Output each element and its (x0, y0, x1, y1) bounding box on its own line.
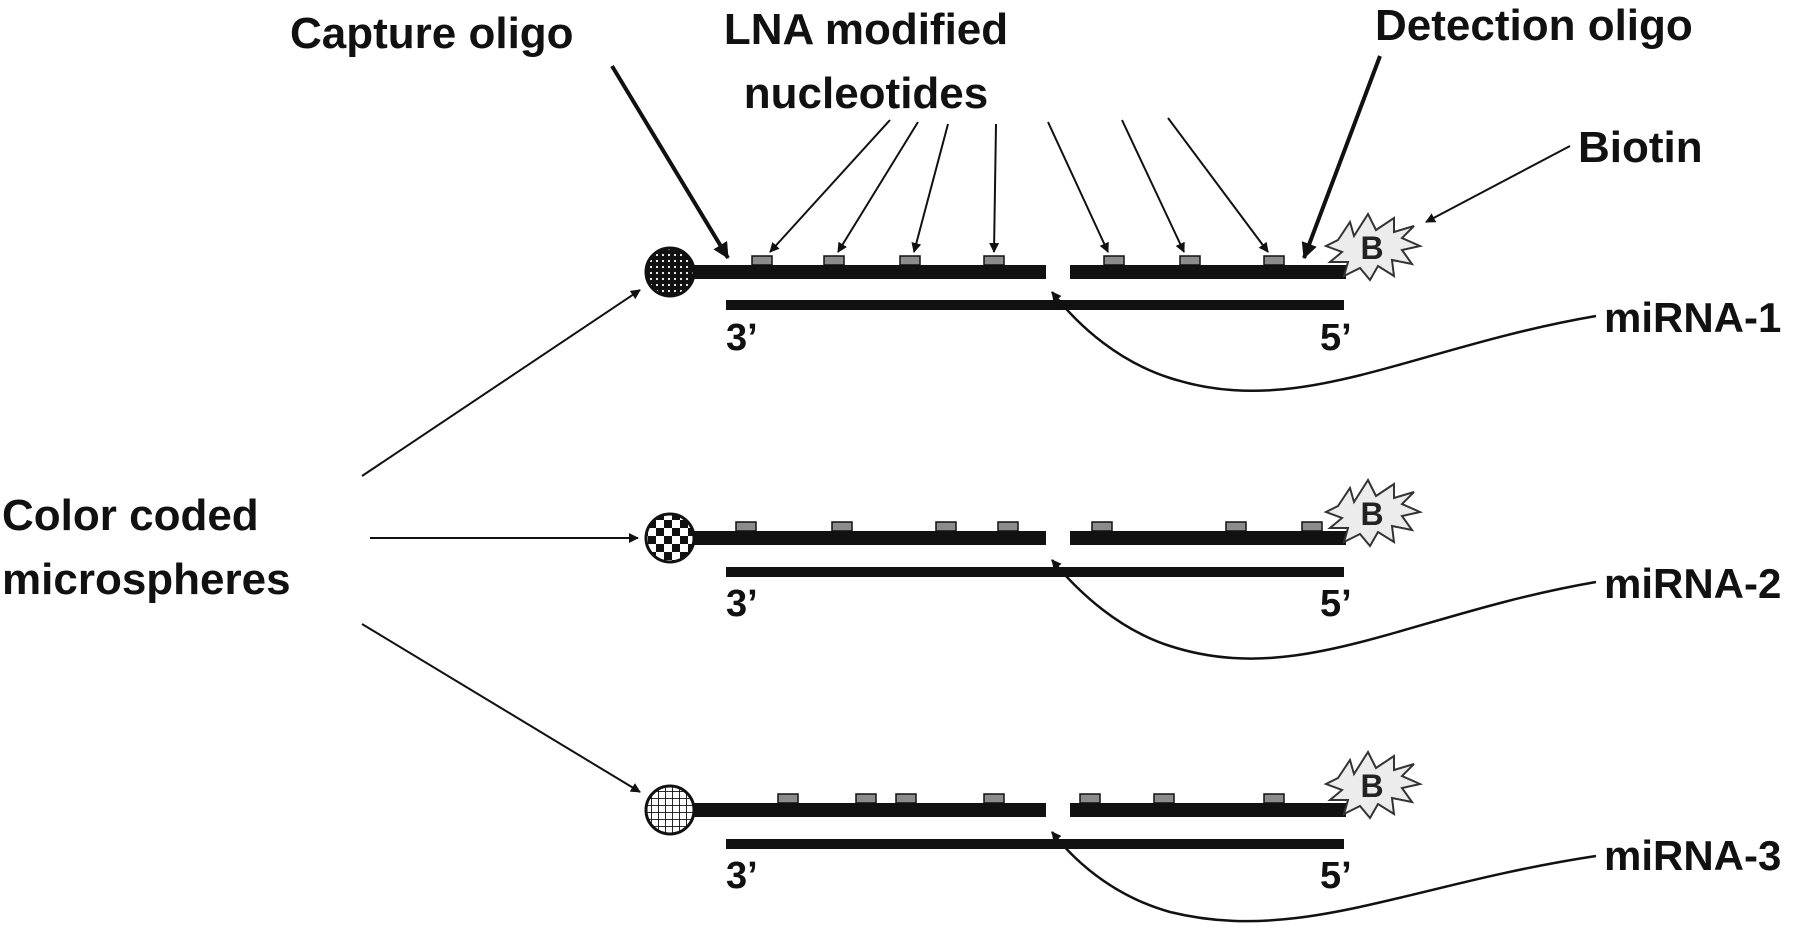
lna-arrow (911, 123, 949, 253)
annotation-arrows (361, 55, 1597, 923)
mirna-strand (726, 839, 1344, 849)
lna-arrow (837, 121, 919, 253)
three-prime-end: 3’ (726, 855, 758, 897)
lna-label-line2: nucleotides (744, 69, 989, 118)
five-prime-end: 5’ (1320, 855, 1352, 897)
biotin-symbol: B (1360, 230, 1383, 266)
lna-arrow (769, 119, 891, 253)
five-prime-end: 5’ (1320, 583, 1352, 625)
assay-row-3: B 3’ 5’ miRNA-3 (644, 749, 1781, 897)
capture-oligo-arrow (610, 64, 730, 260)
mirna-label: miRNA-2 (1604, 560, 1781, 607)
microsphere-arrow (361, 623, 641, 793)
three-prime-end: 3’ (726, 583, 758, 625)
capture-oligo-strand (694, 531, 1046, 545)
microsphere-checker (644, 512, 696, 564)
lna-nucleotides (735, 521, 1323, 532)
detection-oligo-strand (1070, 531, 1346, 545)
microspheres-label-line2: microspheres (2, 555, 291, 604)
biotin-label: Biotin (1578, 123, 1703, 172)
assay-row-1: B 3’ 5’ miRNA-1 (644, 211, 1781, 359)
detection-oligo-arrow (1301, 55, 1382, 259)
detection-oligo-strand (1070, 265, 1346, 279)
assay-row-2: B 3’ 5’ miRNA-2 (644, 477, 1781, 625)
lna-arrow (1121, 119, 1185, 253)
lna-nucleotides (751, 255, 1285, 266)
detection-oligo-strand (1070, 803, 1346, 817)
mirna-2-arrow (1051, 559, 1597, 660)
lna-arrow (989, 123, 1000, 253)
lna-label-line1: LNA modified (724, 5, 1008, 54)
biotin-symbol: B (1360, 768, 1383, 804)
capture-oligo-label: Capture oligo (290, 9, 574, 58)
mirna-1-arrow (1051, 291, 1597, 393)
biotin-arrow (1425, 145, 1571, 223)
mirna-strand (726, 567, 1344, 577)
mirna-label: miRNA-3 (1604, 832, 1781, 879)
lna-arrow (1167, 117, 1269, 253)
mirna-3-arrow (1051, 831, 1597, 923)
detection-oligo-label: Detection oligo (1375, 1, 1693, 50)
five-prime-end: 5’ (1320, 317, 1352, 359)
biotin-tag: B (1323, 211, 1424, 282)
microspheres-label-line1: Color coded (2, 491, 259, 540)
capture-oligo-strand (694, 803, 1046, 817)
mirna-label: miRNA-1 (1604, 294, 1781, 341)
microsphere-grid (644, 784, 696, 836)
lna-arrow (1047, 121, 1109, 253)
microsphere-dots (644, 246, 696, 298)
biotin-symbol: B (1360, 496, 1383, 532)
three-prime-end: 3’ (726, 317, 758, 359)
biotin-tag: B (1323, 477, 1424, 548)
capture-oligo-strand (694, 265, 1046, 279)
biotin-tag: B (1323, 749, 1424, 820)
mirna-strand (726, 300, 1344, 310)
lna-nucleotides (777, 793, 1285, 804)
microsphere-arrow (361, 289, 641, 477)
